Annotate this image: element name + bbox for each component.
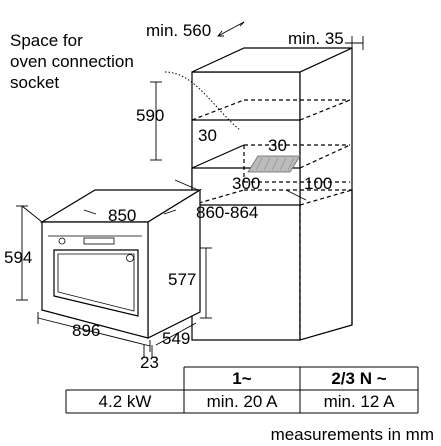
table-header-single-phase: 1~ xyxy=(232,369,251,388)
dim-niche-height: 590 xyxy=(136,106,164,125)
dim-panel-thickness: 23 xyxy=(140,353,159,372)
dim-oven-width-front: 850 xyxy=(108,206,136,225)
cabinet-dimension-lines xyxy=(150,21,364,201)
dim-oven-height: 594 xyxy=(4,248,32,267)
dim-vent-width: 300 xyxy=(232,174,260,193)
oven-knob-left xyxy=(58,237,66,245)
vent-cutout xyxy=(247,155,301,173)
oven xyxy=(39,188,203,339)
oven-window xyxy=(53,249,139,317)
dim-niche-width: 860-864 xyxy=(196,203,258,222)
socket-note-line-1: Space for xyxy=(10,31,83,50)
table-cell-power: 4.2 kW xyxy=(99,392,152,411)
table-cell-single-phase-fuse: min. 20 A xyxy=(207,392,279,411)
table-header-three-phase: 2/3 N ~ xyxy=(331,369,386,388)
oven-knob-right xyxy=(126,254,134,262)
tall-cabinet xyxy=(191,47,353,341)
dim-niche-depth: min. 560 xyxy=(146,21,211,40)
socket-leader xyxy=(164,71,241,131)
dim-vent-right: 30 xyxy=(268,136,287,155)
dim-oven-body-height: 577 xyxy=(168,270,196,289)
electrical-table xyxy=(65,366,419,414)
dim-vent-depth: 100 xyxy=(304,174,332,193)
dim-vent-left: 30 xyxy=(198,126,217,145)
oven-display xyxy=(83,237,115,245)
cabinet-side xyxy=(299,47,353,341)
socket-note-line-3: socket xyxy=(10,73,59,92)
dim-oven-total-width: 896 xyxy=(72,321,100,340)
dim-oven-depth: 549 xyxy=(162,329,190,348)
table-cell-three-phase-fuse: min. 12 A xyxy=(324,392,396,411)
dim-clearance-rear: min. 35 xyxy=(288,29,344,48)
socket-note-line-2: oven connection xyxy=(10,52,134,71)
measurements-footer: measurements in mm xyxy=(271,425,434,444)
oven-dimension-lines xyxy=(16,205,212,358)
